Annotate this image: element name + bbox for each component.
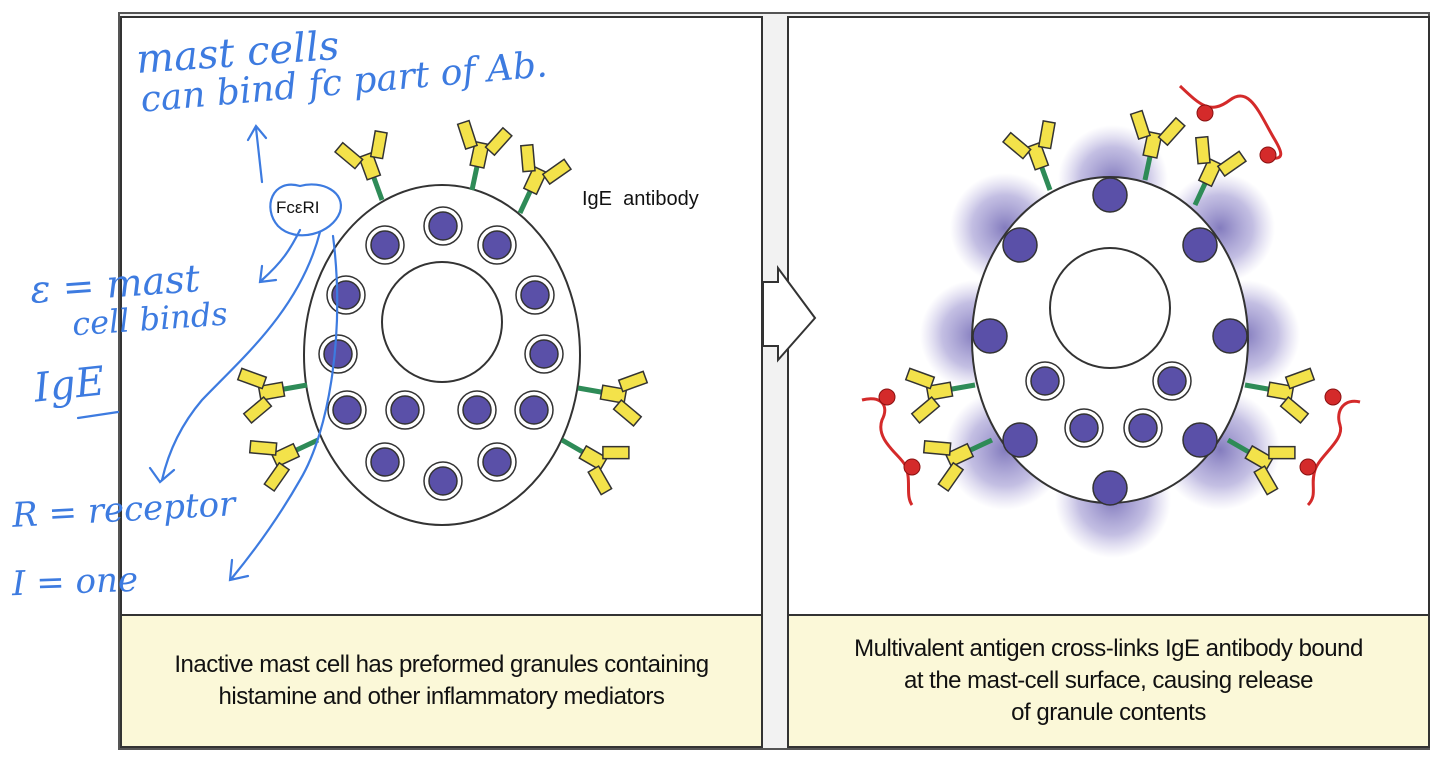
epitope (1299, 458, 1317, 476)
granule (318, 334, 358, 374)
granule (477, 442, 517, 482)
ige-antibody (445, 118, 513, 195)
ige-antibody-label: IgE antibody (582, 188, 699, 210)
note-one: I = one (11, 559, 139, 605)
granule (477, 225, 517, 265)
granule (327, 390, 367, 430)
arrow-to-epsilon (258, 228, 302, 284)
activated-mast-cell (861, 84, 1361, 558)
epitope (1259, 146, 1277, 164)
transition-arrow (762, 264, 817, 363)
granule (1182, 422, 1218, 458)
fusing-granules (972, 177, 1248, 506)
granule (1002, 227, 1038, 263)
fcepsilonri-label: FcεRI (276, 198, 320, 217)
granule (515, 275, 555, 315)
antigen-right (1306, 399, 1361, 507)
granule (365, 225, 405, 265)
granule (457, 390, 497, 430)
left-panel: Inactive mast cell has preformed granule… (120, 16, 763, 748)
granule (326, 275, 366, 315)
arrow-to-one-note (228, 234, 339, 582)
right-granules (1025, 361, 1192, 448)
ige-antibody (573, 361, 649, 427)
circle-around-receptor (269, 183, 343, 237)
granule (385, 390, 425, 430)
granule (1064, 408, 1104, 448)
granule (423, 206, 463, 246)
arrow-up-stroke (246, 124, 268, 184)
granule (365, 442, 405, 482)
epitope (1324, 388, 1342, 406)
arrow-to-receptor-note (148, 230, 322, 484)
left-caption: Inactive mast cell has preformed granule… (122, 614, 761, 746)
granule (972, 318, 1008, 354)
note-ige: IgE (31, 358, 107, 412)
granule (524, 334, 564, 374)
epitope (878, 388, 896, 406)
granule (1152, 361, 1192, 401)
granule (514, 390, 554, 430)
left-caption-line-2: histamine and other inflammatory mediato… (218, 683, 665, 710)
epitope (1196, 104, 1214, 122)
left-caption-line-1: Inactive mast cell has preformed granule… (174, 651, 709, 678)
granule (423, 461, 463, 501)
granule (1212, 318, 1248, 354)
ige-antibody (236, 358, 312, 424)
granule (1123, 408, 1163, 448)
right-caption: Multivalent antigen cross-links IgE anti… (789, 614, 1428, 746)
right-nucleus (1049, 247, 1171, 369)
granule (1092, 470, 1128, 506)
right-caption-line-2: at the mast-cell surface, causing releas… (903, 667, 1314, 694)
granule (1092, 177, 1128, 213)
granule (1182, 227, 1218, 263)
left-nucleus (381, 261, 503, 383)
antigen-left (861, 397, 914, 506)
right-caption-line-3: of granule contents (1011, 699, 1206, 726)
granule (1025, 361, 1065, 401)
epitope (903, 458, 921, 476)
inactive-mast-cell (236, 118, 649, 526)
left-granules (318, 206, 564, 501)
right-caption-line-1: Multivalent antigen cross-links IgE anti… (854, 635, 1363, 662)
handwritten-strokes (76, 124, 343, 582)
ige-underline (76, 410, 120, 420)
granule (1002, 422, 1038, 458)
antigen-epitopes (878, 104, 1342, 476)
